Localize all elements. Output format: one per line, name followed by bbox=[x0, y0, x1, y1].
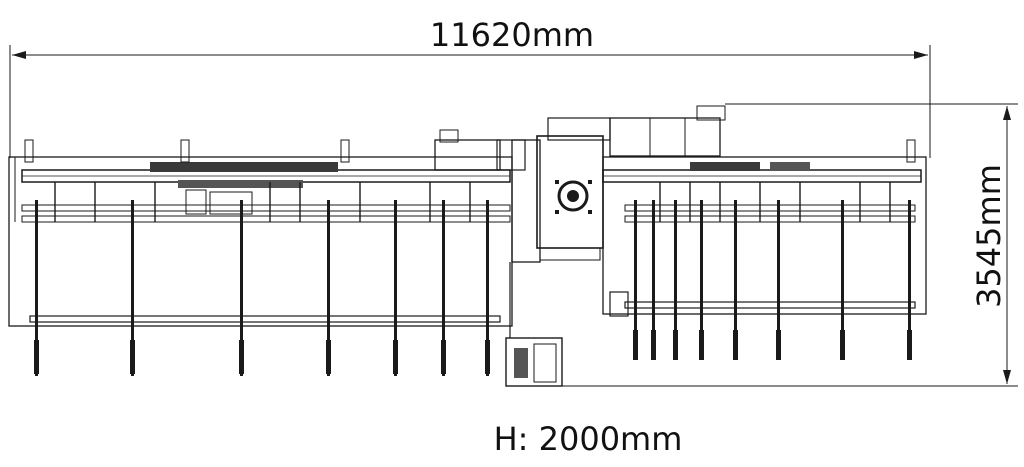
right-rail-posts bbox=[659, 182, 891, 222]
right-conveyor-section bbox=[602, 139, 927, 360]
central-turntable-unit bbox=[505, 105, 726, 387]
width-dimension: 11620mm bbox=[9, 16, 931, 158]
height-label: H: 2000mm bbox=[494, 420, 683, 458]
width-dimension-label: 11620mm bbox=[430, 16, 594, 54]
left-rail-posts bbox=[54, 182, 471, 222]
depth-dimension-label: 3545mm bbox=[970, 164, 1008, 308]
left-hanging-rods bbox=[34, 200, 490, 376]
right-hanging-rods bbox=[633, 200, 912, 360]
left-conveyor-section bbox=[8, 129, 526, 376]
depth-dimension: 3545mm bbox=[562, 103, 1018, 387]
